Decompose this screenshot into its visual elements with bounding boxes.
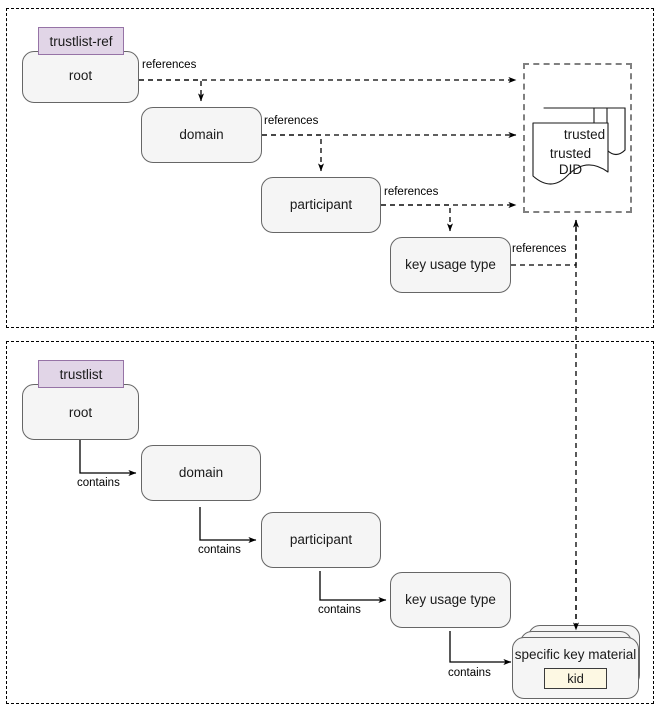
- node-participant-list[interactable]: participant: [261, 512, 381, 568]
- node-key-usage-type-ref[interactable]: key usage type: [390, 237, 511, 293]
- node-key-usage-type-list-label: key usage type: [405, 591, 496, 607]
- edge-label-participant-references: references: [384, 186, 439, 198]
- edge-label-contains-participant: contains: [318, 604, 361, 616]
- node-domain-list-label: domain: [178, 464, 224, 480]
- node-participant-list-label: participant: [289, 531, 353, 547]
- node-participant-ref-label: participant: [289, 196, 353, 212]
- edge-label-root-references: references: [142, 59, 197, 71]
- kid-badge: kid: [544, 668, 607, 689]
- trustlist-ref-tab-label: trustlist-ref: [49, 33, 113, 49]
- edge-label-contains-domain: contains: [198, 544, 241, 556]
- trusted-container: [523, 63, 632, 213]
- node-root-list-label: root: [68, 404, 93, 420]
- specific-key-material-card[interactable]: specific key material kid: [512, 637, 639, 699]
- node-key-usage-type-ref-label: key usage type: [405, 256, 496, 272]
- node-domain-ref-label: domain: [179, 126, 224, 142]
- edge-label-contains-root: contains: [77, 477, 120, 489]
- node-root-ref-label: root: [68, 67, 93, 83]
- node-root-ref[interactable]: root: [22, 51, 139, 103]
- node-key-usage-type-list[interactable]: key usage type: [390, 572, 511, 628]
- reference-panel: [6, 8, 654, 328]
- containment-panel: [6, 341, 654, 704]
- node-domain-ref[interactable]: domain: [141, 107, 262, 163]
- edge-label-keyusage-references: references: [512, 243, 567, 255]
- trustlist-ref-tab: trustlist-ref: [38, 27, 124, 55]
- node-root-list[interactable]: root: [22, 384, 139, 440]
- specific-key-material-label: specific key material: [514, 647, 637, 662]
- node-participant-ref[interactable]: participant: [261, 177, 381, 233]
- trustlist-tab-label: trustlist: [59, 366, 103, 382]
- trustlist-tab: trustlist: [38, 360, 124, 388]
- edge-label-domain-references: references: [264, 115, 319, 127]
- edge-label-contains-keyusage: contains: [448, 667, 491, 679]
- node-domain-list[interactable]: domain: [141, 445, 261, 501]
- trusted-front-text: trusted DID: [549, 146, 592, 178]
- trusted-front-label: trusted DID: [533, 130, 608, 179]
